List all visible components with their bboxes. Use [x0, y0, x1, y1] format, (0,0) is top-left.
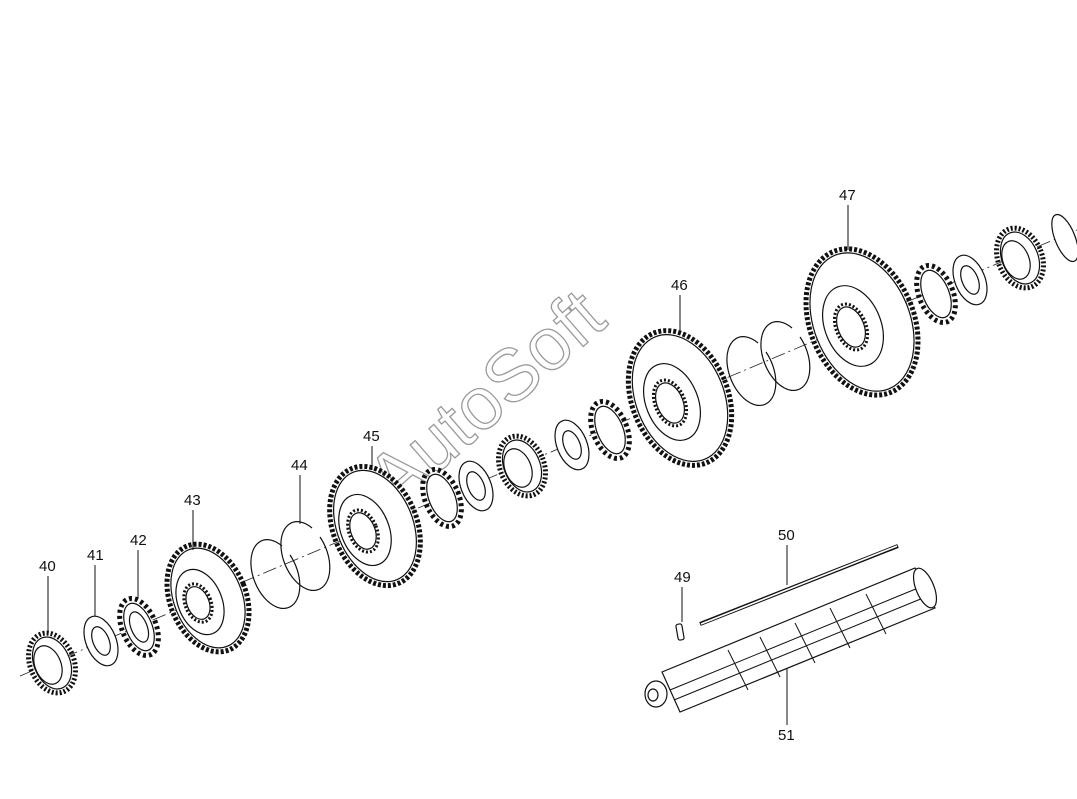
synchronizer-pack-45-46: [420, 398, 632, 530]
callout-45: 45: [363, 428, 380, 470]
callout-40: 40: [39, 558, 56, 634]
part-42-splined-ring: [117, 595, 161, 659]
callout-label-42: 42: [130, 532, 147, 549]
part-47-gear: [803, 246, 921, 398]
callout-46: 46: [671, 277, 688, 334]
callout-label-49: 49: [674, 569, 691, 586]
callout-label-47: 47: [839, 187, 856, 204]
part-41-spacer-ring: [83, 615, 119, 667]
part-51-splined-shaft: [644, 567, 938, 713]
part-46-gear: [625, 328, 735, 468]
callout-41: 41: [87, 547, 104, 616]
snap-rings-46-47: [726, 321, 811, 406]
callout-label-51: 51: [778, 727, 795, 744]
part-45-gear: [327, 463, 423, 589]
callout-label-46: 46: [671, 277, 688, 294]
callout-label-40: 40: [39, 558, 56, 575]
callout-51: 51: [778, 668, 795, 744]
part-40-bearing: [26, 630, 78, 696]
part-43-gear: [164, 541, 252, 655]
part-44-snap-rings: [250, 521, 331, 609]
callout-label-43: 43: [184, 492, 201, 509]
callout-42: 42: [130, 532, 147, 598]
callout-label-45: 45: [363, 428, 380, 445]
part-49-pin: [675, 623, 685, 641]
callout-43: 43: [184, 492, 201, 550]
callout-47: 47: [839, 187, 856, 250]
callout-label-44: 44: [291, 457, 308, 474]
callout-label-41: 41: [87, 547, 104, 564]
callout-49: 49: [674, 569, 691, 622]
callout-label-50: 50: [778, 527, 795, 544]
synchronizer-pack-right: [914, 213, 1077, 326]
part-50-rod: [699, 544, 899, 626]
callout-44: 44: [291, 457, 308, 524]
callout-50: 50: [778, 527, 795, 585]
